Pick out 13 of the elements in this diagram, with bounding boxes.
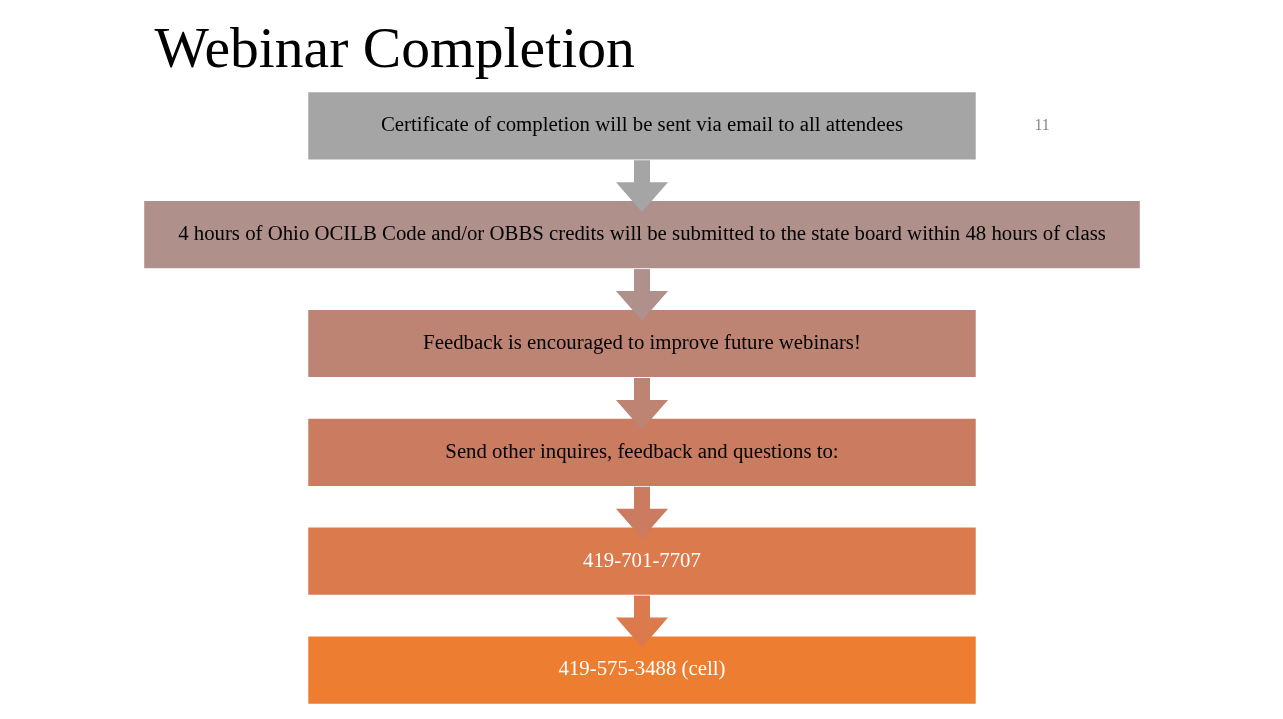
arrow (615, 377, 668, 430)
node-box: 419-701-7707 (306, 525, 977, 597)
label: 11 (1033, 115, 1050, 133)
arrow (615, 486, 668, 539)
arrow (615, 269, 668, 321)
arrow (615, 595, 668, 648)
node-box: Feedback is encouraged to improve future webinars! (306, 308, 977, 379)
diagram-title: Webinar Completion (154, 16, 635, 80)
arrow (615, 160, 668, 212)
node-box: Certificate of completion will be sent via email to all attendees (306, 90, 977, 161)
node-box: Send other inquires, feedback and questions to: (306, 417, 977, 488)
node-box: 419-575-3488 (cell) (306, 634, 977, 706)
node-box: 4 hours of Ohio OCILB Code and/or OBBS credits will be submitted to the state board within 48 hours of class (142, 199, 1141, 270)
